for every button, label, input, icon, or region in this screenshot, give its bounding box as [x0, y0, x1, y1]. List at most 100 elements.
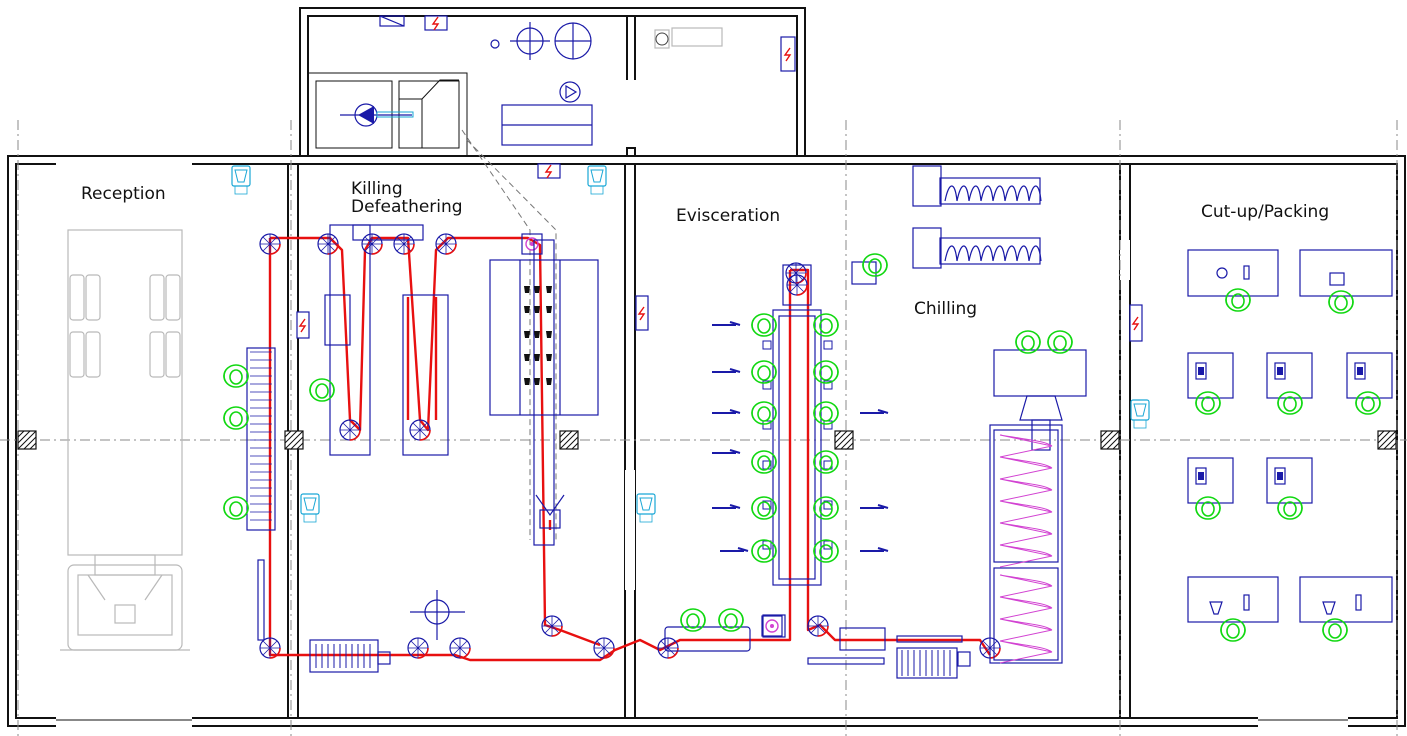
operator-icon: [223, 406, 249, 430]
operator-icon: [1195, 391, 1221, 415]
pulley-wheel-icon: [657, 637, 679, 659]
pulley-wheel-icon: [259, 233, 281, 255]
eviscer-sinks: [712, 321, 889, 552]
room-label-killing: Killing: [351, 179, 403, 199]
tool-icon: [860, 409, 889, 414]
shackle-marks: [524, 286, 552, 385]
tool-icon: [720, 547, 749, 552]
operator-icon: [1195, 496, 1221, 520]
electrical-panel-icon: [635, 295, 649, 331]
shackle-mark: [546, 286, 552, 293]
operator-icon: [751, 360, 777, 384]
sink-box: [823, 500, 833, 510]
scale-icon-fill: [1277, 472, 1283, 480]
operator-icon: [223, 364, 249, 388]
shackle-mark: [546, 331, 552, 338]
pulley-wheel-icon: [339, 419, 361, 441]
sink-box: [762, 500, 772, 510]
evisceration-equipment: [664, 264, 963, 665]
operator-icon: [223, 496, 249, 520]
room-label-reception: Reception: [81, 184, 166, 204]
tool-icon: [712, 368, 741, 373]
sink-box: [762, 340, 772, 350]
operator-icon: [813, 450, 839, 474]
operators: [223, 253, 1381, 642]
electrical-panel-icon: [424, 15, 448, 31]
shackle-mark: [534, 306, 540, 313]
operator-icon: [751, 496, 777, 520]
tool-icon: [860, 504, 889, 509]
annex-equipment: [340, 15, 723, 146]
hand-wash-sink-icon: [636, 493, 656, 523]
sink-box: [762, 380, 772, 390]
scale-icon: [1274, 362, 1286, 380]
shackle-mark: [524, 331, 530, 338]
sink-box: [823, 420, 833, 430]
operator-icon: [813, 401, 839, 425]
pulley-wheel-icon: [393, 233, 415, 255]
scale-icon-fill: [1198, 472, 1204, 480]
shackle-mark: [524, 378, 530, 385]
hand-wash-sink-icon: [300, 493, 320, 523]
packing-stations: [1195, 362, 1366, 485]
hand-wash-sink-icon: [1130, 399, 1150, 429]
sink-box: [823, 340, 833, 350]
grid-lines: [0, 120, 1407, 736]
pulley-wheel-icon: [409, 419, 431, 441]
operator-icon: [1322, 618, 1348, 642]
shackle-mark: [546, 354, 552, 361]
operator-icon: [1328, 290, 1354, 314]
room-label-cutup-packing: Cut-up/Packing: [1201, 202, 1329, 222]
operator-icon: [813, 360, 839, 384]
operator-icon: [1277, 391, 1303, 415]
annex-walls: [299, 7, 806, 157]
killing-equipment: [246, 224, 599, 673]
pulley-wheel-icon: [449, 637, 471, 659]
shackle-mark: [524, 354, 530, 361]
shackle-mark: [524, 286, 530, 293]
electrical-panel-icon: [1129, 304, 1143, 342]
chilling-equipment: [851, 165, 1087, 679]
scale-icon: [1195, 467, 1207, 485]
room-label-defeathering: Defeathering: [351, 197, 463, 217]
columns: [17, 430, 1397, 450]
operator-icon: [751, 539, 777, 563]
tool-icon: [712, 321, 741, 326]
hand-wash-sink-icon: [587, 165, 607, 195]
tool-icon: [860, 547, 889, 552]
scale-icon: [1195, 362, 1207, 380]
overhead-conveyor: [268, 236, 991, 662]
pulley-wheel-icon: [593, 637, 615, 659]
operator-icon: [1225, 288, 1251, 312]
truck-icon: [60, 229, 190, 651]
operator-icon: [1277, 496, 1303, 520]
scale-icon: [1274, 467, 1286, 485]
pulley-wheel-icon: [761, 615, 783, 637]
tool-icon: [712, 449, 741, 454]
scale-icon: [1354, 362, 1366, 380]
room-label-chilling: Chilling: [914, 299, 977, 319]
scale-icon-fill: [1277, 367, 1283, 375]
scale-icon-fill: [1198, 367, 1204, 375]
operator-icon: [751, 313, 777, 337]
pulley-wheel-icon: [807, 615, 829, 637]
electrical-panels: [296, 15, 1143, 342]
shackle-mark: [546, 306, 552, 313]
shackle-mark: [546, 378, 552, 385]
tool-icon: [712, 409, 741, 414]
shackle-mark: [524, 306, 530, 313]
operator-icon: [751, 450, 777, 474]
shackle-mark: [534, 378, 540, 385]
pulley-wheel-icon: [407, 637, 429, 659]
outer-walls: [7, 150, 1406, 732]
room-label-evisceration: Evisceration: [676, 206, 780, 226]
hand-wash-sink-icon: [231, 165, 251, 195]
pulley-wheels: [259, 233, 1001, 659]
electrical-panel-icon: [537, 163, 561, 179]
operator-icon: [1047, 330, 1073, 354]
electrical-panel-icon: [296, 311, 310, 339]
operator-icon: [718, 608, 744, 632]
pulley-wheel-icon: [521, 233, 543, 255]
pulley-wheel-icon: [786, 274, 808, 296]
